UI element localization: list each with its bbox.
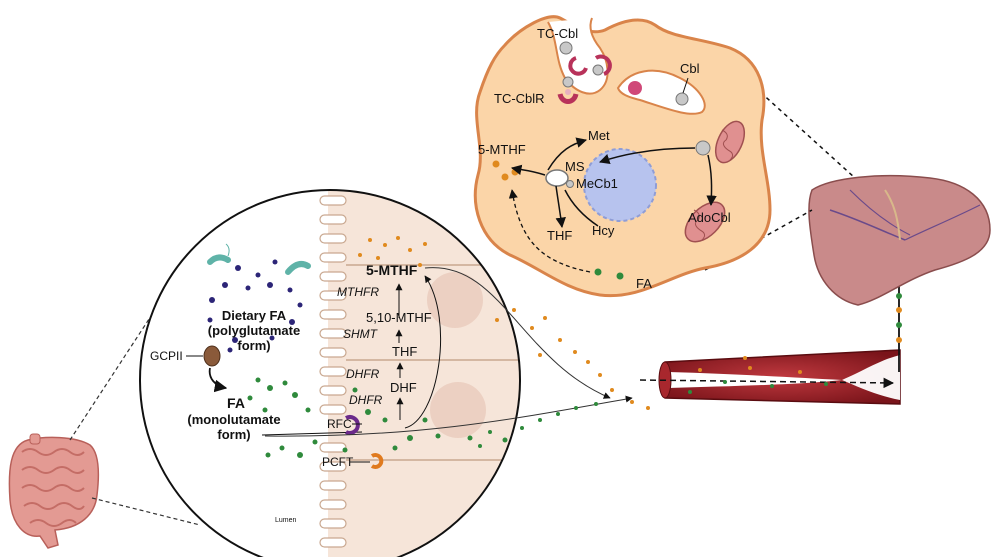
fa-mono-line1: FA — [227, 395, 245, 411]
ms-label: MS — [565, 159, 585, 174]
adocbl-label: AdoCbl — [688, 210, 731, 225]
blood-vessel-icon — [658, 349, 901, 405]
mthf-enterocyte-label: 5-MTHF — [366, 262, 418, 278]
folate-dots-lumen — [247, 236, 441, 458]
liver-icon — [808, 174, 991, 306]
cbl-cytosol — [695, 140, 711, 156]
lysosome-icon — [616, 69, 706, 115]
nucleus-icon — [583, 148, 657, 222]
ms-enzyme — [545, 169, 569, 187]
met-label: Met — [588, 128, 610, 143]
fa-to-blood-arrow — [264, 395, 633, 437]
fa-cell-label: FA — [636, 276, 652, 291]
fa-mono-line2: (monolutamate — [187, 412, 280, 427]
tc-cbl-label: TC-Cbl — [537, 26, 578, 41]
dietary-fa-line1: Dietary FA — [222, 308, 287, 323]
transporter-icon — [345, 415, 384, 469]
mthf-to-blood-arrow — [424, 267, 611, 399]
polyglutamate-dots — [207, 259, 303, 353]
rfc-label: RFC — [327, 417, 352, 431]
tc-cblr-label: TC-CblR — [494, 91, 545, 106]
fa-mono-line3: form) — [217, 427, 250, 442]
gcpii-label: GCPII — [150, 349, 183, 363]
lumen-label: Lumen — [275, 517, 297, 524]
dietary-fa-line2: (polyglutamate — [208, 323, 300, 338]
circulating-folate-dots — [467, 308, 650, 448]
gcpii-enzyme: GCPII — [150, 345, 228, 393]
villi-brush-border — [319, 195, 347, 548]
intestine-icon — [8, 433, 100, 549]
blood-flow-arrow — [639, 377, 895, 389]
dhfr2-label: DHFR — [349, 393, 383, 407]
zoom-line-bottom — [91, 497, 201, 526]
mitochondria-icon — [684, 120, 746, 243]
hepatocyte-metabolism: Met 5-MTHF MS MeCb1 THF Hcy AdoCbl FA — [478, 128, 731, 291]
thf-cell-label: THF — [547, 228, 572, 243]
pcft-label: PCFT — [322, 455, 354, 469]
intestinal-lumen-magnifier — [139, 189, 521, 557]
shmt-label: SHMT — [343, 327, 379, 341]
thf-enterocyte-label: THF — [392, 344, 417, 359]
bacteria-icon — [207, 243, 311, 275]
methylene-thf-label: 5,10-MTHF — [366, 310, 432, 325]
mthfr-label: MTHFR — [337, 285, 379, 299]
zoom-line-liver-top — [724, 59, 856, 179]
cbl-label: Cbl — [680, 61, 700, 76]
vessel-folate-dots — [688, 356, 828, 394]
dietary-fa-line3: form) — [237, 338, 270, 353]
dhfr1-label: DHFR — [346, 367, 380, 381]
enterocyte-folate-pathway: 5-MTHF MTHFR 5,10-MTHF SHMT THF DHFR DHF… — [337, 262, 442, 429]
hcy-label: Hcy — [592, 223, 615, 238]
cobalamin-molecule-icon — [557, 41, 612, 104]
dhf-label: DHF — [390, 380, 417, 395]
mthf-cell-label: 5-MTHF — [478, 142, 526, 157]
mecb1-label: MeCb1 — [576, 176, 618, 191]
